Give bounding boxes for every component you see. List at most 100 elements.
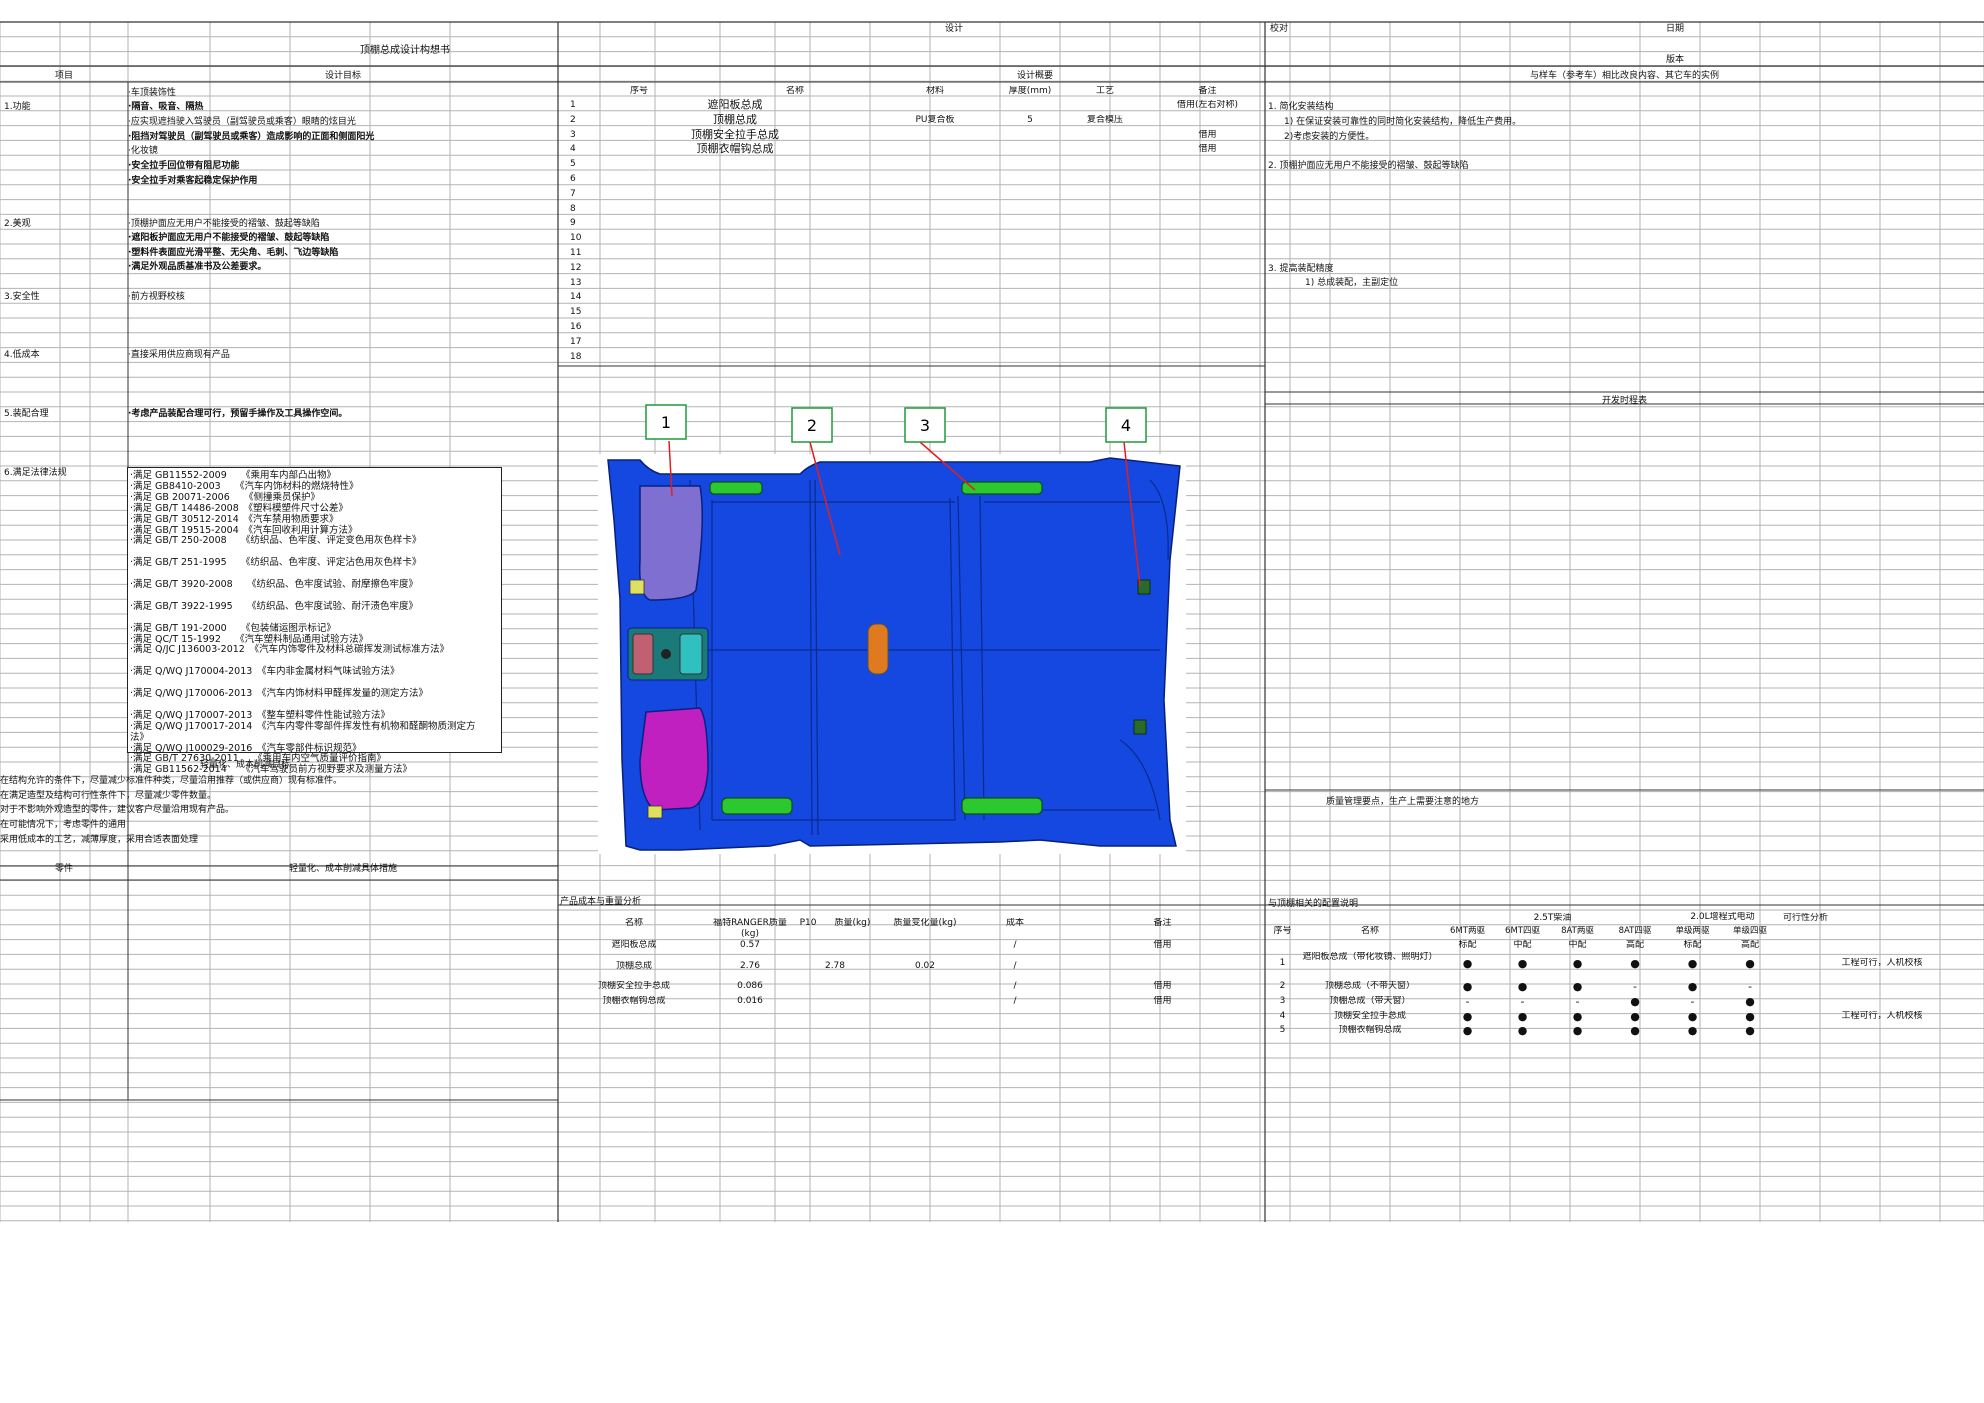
cost-cost-cell: /: [1013, 961, 1017, 971]
compare-line: 1) 在保证安装可靠性的同时简化安装结构，降低生产费用。: [1284, 117, 1522, 127]
config-row-name: 顶棚总成（带天窗）: [1329, 995, 1411, 1006]
check-label: 校对: [1270, 24, 1289, 34]
cost-analysis-title: 产品成本与重量分析: [560, 897, 642, 907]
config-row-no: 4: [1279, 1010, 1286, 1021]
headliner-diagram: 1 2 3 4: [598, 404, 1186, 854]
config-mark: ●: [1745, 1025, 1755, 1037]
coat-hook: [1133, 719, 1147, 735]
coat-hook: [1137, 579, 1151, 595]
regulation-line: ·满足 GB/T 191-2000 《包装储运图示标记》: [130, 622, 336, 634]
config-mark: -: [1520, 995, 1525, 1007]
regulation-line: ·满足 GB11562-2014 《汽车驾驶员前方视野要求及测量方法》: [130, 764, 412, 776]
config-mark: ●: [1687, 981, 1698, 992]
config-mark: ●: [1687, 1025, 1698, 1037]
config-mark: -: [1575, 995, 1580, 1007]
config-sub-header: 8AT两驱: [1561, 926, 1594, 936]
cost-header-cell: 质量变化量(kg): [893, 918, 957, 928]
config-feasibility: 工程可行，人机校核: [1841, 1010, 1923, 1021]
target-line: ·阻挡对驾驶员（副驾驶员或乘客）造成影响的正面和侧面阳光: [128, 132, 375, 142]
target-line: ·满足外观品质基准书及公差要求。: [128, 262, 267, 272]
config-mark: ●: [1572, 981, 1583, 992]
callout-3-label: 3: [920, 416, 930, 435]
compare-line: 2)考虑安装的方便性。: [1284, 132, 1375, 142]
sunvisor-upper: [638, 485, 703, 601]
version-label: 版本: [1666, 55, 1685, 65]
schedule-title: 开发时程表: [1601, 396, 1647, 406]
design-row-no: 6: [570, 174, 576, 184]
config-row-name: 顶棚安全拉手总成: [1333, 1010, 1406, 1021]
regulation-line: ·满足 Q/WQ J170007-2013 《整车塑料零件性能试验方法》: [130, 709, 391, 721]
regulation-line: ·满足 Q/WQ J170006-2013 《汽车内饰材料甲醛挥发量的测定方法》: [130, 688, 429, 699]
design-row-no: 17: [570, 336, 582, 347]
callout-1-label: 1: [661, 413, 671, 432]
cost-name-cell: 顶棚安全拉手总成: [597, 981, 670, 991]
config-sub-header: 6MT四驱: [1505, 926, 1540, 936]
target-line: ·遮阳板护面应无用户不能接受的褶皱、鼓起等缺陷: [128, 233, 330, 243]
quality-points: 质量管理要点，生产上需要注意的地方: [1326, 797, 1480, 807]
compare-head: 1. 简化安装结构: [1268, 102, 1334, 112]
design-label: 设计: [945, 24, 964, 34]
design-row-no: 7: [570, 188, 576, 199]
config-mark: ●: [1462, 958, 1473, 969]
principle-line: 对于不影响外观造型的零件，建议客户尽量沿用现有产品。: [0, 805, 235, 815]
design-row-no: 10: [570, 233, 582, 244]
callout-4: 4: [1105, 407, 1147, 443]
cost-header-cell: P10 质量(kg): [799, 918, 871, 928]
callout-3: 3: [904, 407, 946, 443]
config-mark: -: [1748, 981, 1752, 992]
design-row-no: 5: [570, 159, 576, 170]
design-header-cell: 备注: [1198, 86, 1217, 96]
target-line: ·前方视野校核: [128, 292, 185, 302]
design-header-cell: 材料: [925, 86, 944, 96]
design-header-cell: 厚度(mm): [1008, 86, 1052, 96]
design-row-name: 顶棚安全拉手总成: [691, 128, 779, 140]
cost-note-cell: 借用: [1153, 940, 1172, 950]
config-row-no: 2: [1279, 981, 1286, 991]
regulation-line: ·满足 GB/T 19515-2004 《汽车回收利用计算方法》: [130, 524, 358, 536]
config-row-name: 顶棚衣帽钩总成: [1338, 1025, 1402, 1036]
cost-delta-cell: 0.02: [914, 961, 936, 971]
cost-header-cell: 成本: [1005, 918, 1024, 928]
config-mark: ●: [1572, 958, 1583, 969]
design-row-no: 14: [570, 292, 582, 303]
config-mark: ●: [1630, 995, 1640, 1007]
config-grade-header: 标配: [1458, 940, 1477, 950]
target-line: ·考虑产品装配合理可行，预留手操作及工具操作空间。: [128, 409, 348, 419]
design-row-no: 11: [570, 248, 582, 258]
regulation-line: ·满足 GB/T 14486-2008 《塑料模塑件尺寸公差》: [130, 502, 349, 514]
regulation-line: ·满足 Q/JC J136003-2012 《汽车内饰零件及材料总碳挥发测试标准…: [130, 644, 450, 656]
cost-ranger-cell: 0.57: [739, 940, 761, 950]
design-row-material: PU复合板: [915, 114, 955, 125]
config-row-no: 5: [1279, 1025, 1286, 1036]
config-mark: ●: [1517, 958, 1528, 969]
design-row-no: 4: [570, 144, 576, 155]
config-grade-header: 高配: [1625, 940, 1644, 950]
design-row-no: 16: [570, 322, 582, 332]
config-sub-header: 8AT四驱: [1618, 926, 1652, 936]
target-line: ·塑料件表面应光滑平整、无尖角、毛刺、飞边等缺陷: [128, 248, 339, 258]
config-mark: -: [1465, 995, 1470, 1007]
regulation-line: ·满足 Q/WQ J170004-2013 《车内非金属材料气味试验方法》: [130, 666, 400, 678]
group-label: 3.安全性: [4, 292, 40, 302]
target-line: ·化妆镜: [128, 146, 158, 156]
config-mark: ●: [1630, 958, 1640, 969]
target-line: ·安全拉手对乘客起稳定保护作用: [128, 176, 258, 186]
config-grade-header: 中配: [1568, 940, 1587, 950]
config-mark: ●: [1630, 1010, 1640, 1022]
target-line: ·顶棚护面应无用户不能接受的褶皱、鼓起等缺陷: [128, 219, 320, 229]
config-mark: ●: [1572, 1025, 1583, 1037]
group-label: 4.低成本: [4, 350, 40, 360]
config-mark: -: [1690, 995, 1695, 1007]
cost-header-cell: 名称: [624, 918, 643, 928]
date-label: 日期: [1666, 24, 1685, 34]
config-mark: ●: [1687, 1010, 1698, 1022]
group-label: 1.功能: [4, 102, 31, 112]
principle-line: 采用低成本的工艺，减薄厚度，采用合适表面处理: [0, 835, 199, 845]
compare-line: 1) 总成装配，主副定位: [1305, 278, 1399, 288]
config-feasibility-header: 可行性分析: [1783, 913, 1829, 923]
config-no-header: 序号: [1273, 926, 1292, 936]
config-mark: ●: [1745, 995, 1755, 1007]
principle-line: 在结构允许的条件下，尽量减少标准件种类，尽量沿用推荐（或供应商）现有标准件。: [0, 776, 343, 786]
cost-header-cell: 备注: [1153, 918, 1172, 928]
regulation-line: ·满足 GB/T 27630-2011 《乘用车内空气质量评价指南》: [130, 753, 387, 765]
